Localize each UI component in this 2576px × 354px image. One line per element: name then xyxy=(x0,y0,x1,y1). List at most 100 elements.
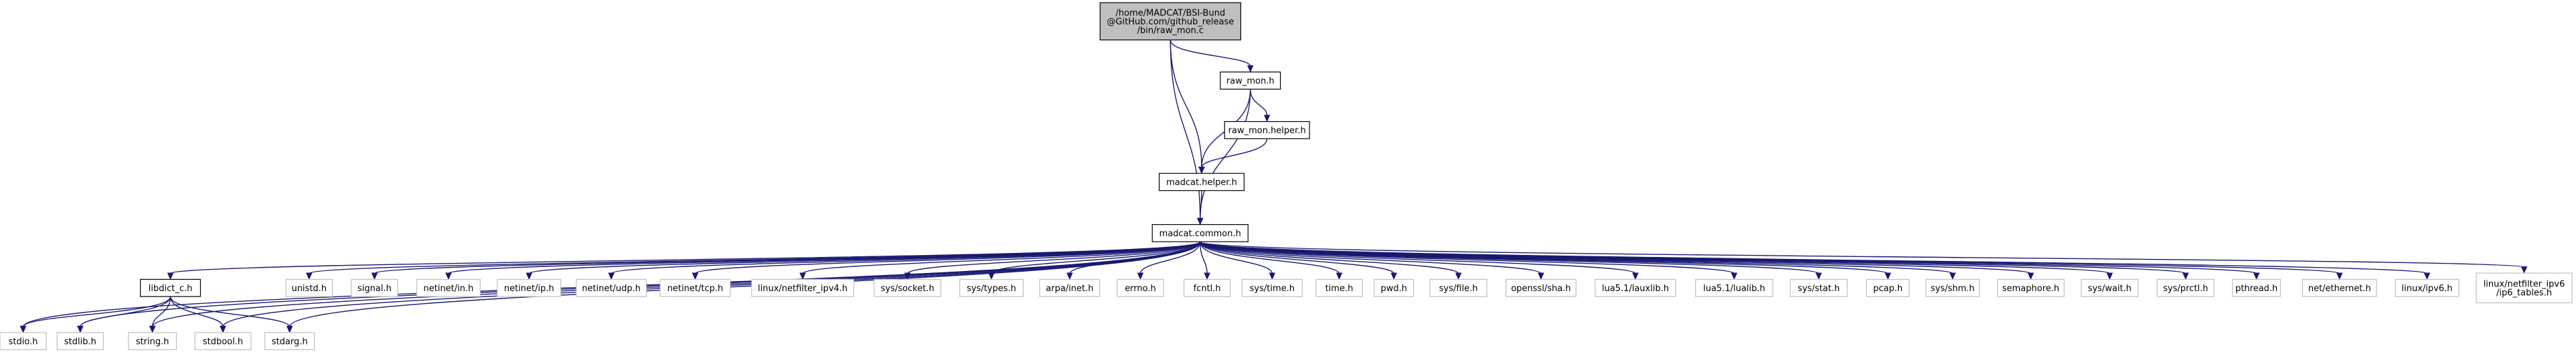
node-root[interactable]: /home/MADCAT/BSI-Bund@GitHub.com/github_… xyxy=(1099,2,1242,41)
node-box xyxy=(874,278,942,297)
node-sys-file-h: sys/file.h xyxy=(1429,278,1487,297)
edge-raw_mon_h-to-madcat_common_h xyxy=(1200,89,1251,219)
edge-madcat_common_h-to-netinet_tcp_h xyxy=(694,241,1201,274)
node-label: signal.h xyxy=(357,284,392,294)
edge-arrowhead-madcat_common_h-to-lualib_h xyxy=(1730,272,1738,280)
node-box xyxy=(2395,278,2460,297)
node-label: fcntl.h xyxy=(1194,284,1221,294)
node-label: netinet/udp.h xyxy=(582,284,641,294)
edge-madcat_common_h-to-openssl_sha_h xyxy=(1200,241,1542,274)
edge-madcat_common_h-to-errno_h xyxy=(1139,242,1201,274)
node-pthread-h: pthread.h xyxy=(2232,278,2281,297)
edge-arrowhead-madcat_common_h-to-fcntl_h xyxy=(1204,272,1210,280)
edge-arrowhead-root-to-raw_mon_h xyxy=(1246,65,1254,73)
node-box xyxy=(1183,278,1231,297)
edge-libdict_c_h-to-string_h xyxy=(151,296,171,327)
edge-arrowhead-madcat_common_h-to-netinet_ip_h xyxy=(526,272,533,280)
node-label: stdarg.h xyxy=(272,337,308,347)
node-label: arpa/inet.h xyxy=(1046,284,1093,294)
node-label: sys/time.h xyxy=(1250,284,1295,294)
node-stdio-h: stdio.h xyxy=(0,332,47,351)
node-box xyxy=(2081,278,2139,297)
edge-root-to-madcat_helper_h xyxy=(1170,39,1202,168)
node-box xyxy=(1151,224,1249,242)
node-label: net/ethernet.h xyxy=(2308,284,2371,294)
edge-arrowhead-madcat_common_h-to-nf_ipv4_h xyxy=(799,272,806,280)
node-box xyxy=(1099,2,1242,41)
node-box xyxy=(1220,71,1281,90)
node-box xyxy=(1866,278,1910,297)
node-box xyxy=(1315,278,1363,297)
edge-arrowhead-madcat_common_h-to-pcap_h xyxy=(1884,272,1891,280)
node-box xyxy=(1429,278,1487,297)
edge-madcat_common_h-to-nf_ipv4_h xyxy=(802,241,1201,274)
node-label: linux/netfilter_ipv4.h xyxy=(758,284,848,294)
edge-arrowhead-madcat_common_h-to-libdict_c_h xyxy=(167,272,174,280)
node-box xyxy=(351,278,398,297)
node-lauxlib-h: lua5.1/lauxlib.h xyxy=(1595,278,1676,297)
node-label: /bin/raw_mon.c xyxy=(1137,25,1204,35)
node-madcat-helper-h[interactable]: madcat.helper.h xyxy=(1158,173,1244,191)
edge-arrowhead-madcat_common_h-to-sys_time_h xyxy=(1269,272,1276,280)
node-unistd-h: unistd.h xyxy=(285,278,333,297)
node-box xyxy=(1241,278,1303,297)
edge-madcat_common_h-to-sys_types_h xyxy=(991,241,1201,274)
node-netinet-in-h: netinet/in.h xyxy=(416,278,481,297)
edge-arrowhead-madcat_common_h-to-lauxlib_h xyxy=(1632,272,1639,280)
edge-madcat_common_h-to-unistd_h xyxy=(309,241,1201,274)
node-box xyxy=(1374,278,1415,297)
edge-arrowhead-madcat_common_h-to-signal_h xyxy=(371,272,378,280)
edge-madcat_common_h-to-netinet_udp_h xyxy=(611,241,1201,274)
node-box xyxy=(1789,278,1848,297)
node-box xyxy=(1117,278,1164,297)
node-label: sys/stat.h xyxy=(1797,284,1840,294)
node-sys-types-h: sys/types.h xyxy=(959,278,1024,297)
node-box xyxy=(2156,278,2215,297)
node-label: libdict_c.h xyxy=(149,284,193,294)
node-net-ethernet-h: net/ethernet.h xyxy=(2302,278,2377,297)
node-label: sys/types.h xyxy=(967,284,1016,294)
node-label: sys/prctl.h xyxy=(2163,284,2208,294)
edge-arrowhead-madcat_common_h-to-sys_types_h xyxy=(988,272,995,280)
edge-arrowhead-madcat_common_h-to-sys_socket_h xyxy=(904,272,911,280)
node-box xyxy=(128,332,177,351)
node-label: sys/file.h xyxy=(1439,284,1478,294)
node-label: @GitHub.com/github_release xyxy=(1107,17,1234,27)
node-stdbool-h: stdbool.h xyxy=(194,332,252,351)
node-box xyxy=(1925,278,1980,297)
edge-madcat_common_h-to-fcntl_h xyxy=(1200,242,1208,274)
node-fcntl-h: fcntl.h xyxy=(1183,278,1231,297)
node-stdlib-h: stdlib.h xyxy=(56,332,104,351)
node-libdict-c-h[interactable]: libdict_c.h xyxy=(140,278,202,297)
edge-libdict_c_h-to-stdlib_h xyxy=(80,296,171,327)
node-raw-mon-helper-h[interactable]: raw_mon.helper.h xyxy=(1224,120,1310,139)
node-netinet-ip-h: netinet/ip.h xyxy=(497,278,562,297)
node-label: sys/shm.h xyxy=(1931,284,1975,294)
edge-arrowhead-madcat_common_h-to-sys_wait_h xyxy=(2106,272,2113,280)
node-box xyxy=(2232,278,2281,297)
node-madcat-common-h[interactable]: madcat.common.h xyxy=(1151,224,1249,242)
node-box xyxy=(264,332,315,351)
node-sys-socket-h: sys/socket.h xyxy=(874,278,942,297)
edge-arrowhead-libdict_c_h-to-stdbool_h xyxy=(220,325,226,333)
edge-libdict_c_h-to-stdarg_h xyxy=(169,296,291,327)
node-raw-mon-h[interactable]: raw_mon.h xyxy=(1220,71,1281,90)
node-label: madcat.helper.h xyxy=(1166,177,1237,187)
edge-arrowhead-libdict_c_h-to-stdio_h xyxy=(19,325,27,333)
node-errno-h: errno.h xyxy=(1117,278,1164,297)
edge-raw_mon_h-to-raw_mon_helper_h xyxy=(1250,89,1268,116)
node-box xyxy=(194,332,252,351)
edge-madcat_common_h-to-sys_file_h xyxy=(1200,241,1459,274)
node-label: sys/wait.h xyxy=(2088,284,2131,294)
node-time-h: time.h xyxy=(1315,278,1363,297)
edge-arrowhead-madcat_common_h-to-arpa_inet_h xyxy=(1066,272,1073,280)
edge-arrowhead-madcat_common_h-to-net_ethernet_h xyxy=(2336,272,2343,280)
node-label: stdlib.h xyxy=(64,337,96,347)
node-box xyxy=(959,278,1024,297)
edge-arrowhead-raw_mon_helper_h-to-madcat_helper_h xyxy=(1198,167,1205,174)
node-label: linux/netfilter_ipv6 xyxy=(2484,279,2565,289)
node-label: stdio.h xyxy=(9,337,38,347)
node-string-h: string.h xyxy=(128,332,177,351)
edge-arrowhead-madcat_common_h-to-netinet_tcp_h xyxy=(692,272,699,280)
